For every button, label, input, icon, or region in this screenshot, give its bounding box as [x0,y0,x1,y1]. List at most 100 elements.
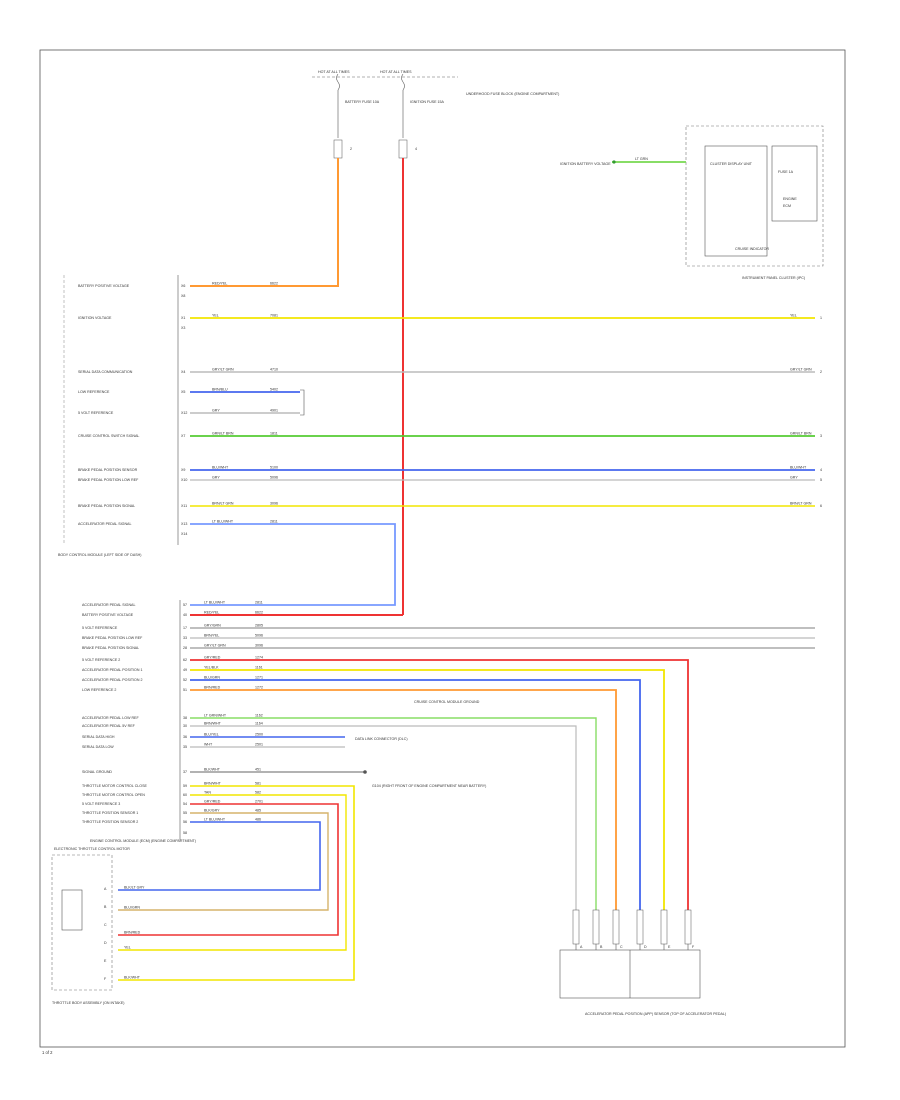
fuse-header-2: HOT AT ALL TIMES [380,70,412,74]
pedal-connector [612,909,620,945]
right-connector-wire: BLU/WHT [790,466,807,470]
lower-pin-label: ACCELERATOR PEDAL LOW REF [82,716,139,720]
cluster-module: CLUSTER DISPLAY UNIT CRUISE INDICATOR EN… [560,125,824,280]
lower-circuit-number: 5096 [255,634,263,638]
fuse-connector-1 [333,139,343,159]
upper-wire-color: LT BLU/WHT [212,520,234,524]
lower-circuit-number: 582 [255,791,261,795]
cluster-sub-label: CRUISE INDICATOR [735,247,769,251]
lower-pin-label: SERIAL DATA HIGH [82,735,115,739]
throttle-wire-color: BLU/GRN [124,906,140,910]
throttle-pin: A [104,887,107,891]
cluster-outer-box [685,125,824,267]
lower-wire-color: GRY/RED [204,800,221,804]
lower-wire-color: LT BLU/WHT [204,601,226,605]
lower-pin-number: 36 [183,735,187,739]
cluster-input-wire-label: LT GRN [635,157,648,161]
lower-pin-label: SIGNAL GROUND [82,770,112,774]
splice-label: DATA LINK CONNECTOR (DLC) [355,737,408,741]
lower-pin-label: ACCELERATOR PEDAL SIGNAL [82,603,135,607]
lower-wire-color: BLU/GRN [204,676,220,680]
lower-wire-color: TAN [204,791,211,795]
lower-wires [118,614,815,981]
pedal-pin-letter: E [668,945,671,949]
pedal-connector [684,909,692,945]
lower-pin-label: THROTTLE POSITION SENSOR 1 [82,811,138,815]
upper-pin-label: ACCELERATOR PEDAL SIGNAL [78,522,131,526]
lower-circuit-number: 486 [255,818,261,822]
upper-wire-color: GRN/LT BRN [212,432,234,436]
wire-5v-ref2 [190,659,689,910]
wire-tps1 [118,812,329,911]
upper-wire-color: BLU/WHT [212,466,229,470]
pedal-label: ACCELERATOR PEDAL POSITION (APP) SENSOR … [585,1012,726,1016]
cluster-right-sub: ECM [783,204,791,208]
wire-lowref2 [190,689,617,910]
fuse-header-1: HOT AT ALL TIMES [318,70,350,74]
upper-circuit-number: 5100 [270,466,278,470]
lower-pin-label: 5 VOLT REFERENCE 3 [82,802,120,806]
cluster-right-title: ENGINE [783,197,797,201]
pedal-pin-letter: F [692,945,695,949]
right-connector-pin: 5 [820,478,822,482]
upper-pin-number: X12 [181,411,187,415]
upper-pin-number: X8 [181,294,185,298]
lower-pin-label: ACCELERATOR PEDAL POSITION 1 [82,668,142,672]
lower-pin-label: THROTTLE POSITION SENSOR 2 [82,820,138,824]
right-connector-pin: 3 [820,434,822,438]
pedal-connector [660,909,668,945]
upper-module: BODY CONTROL MODULE (LEFT SIDE OF DASH) … [58,275,278,557]
upper-pin-label: BRAKE PEDAL POSITION SENSOR [78,468,138,472]
lower-circuit-number: 1271 [255,676,263,680]
lower-pin-label: SERIAL DATA LOW [82,745,114,749]
cluster-input-label: IGNITION BATTERY VOLTAGE [560,162,611,166]
upper-pin-number: X7 [181,434,185,438]
upper-wire-color: GRY [212,409,220,413]
wire-app2 [190,679,641,910]
lower-circuit-number: 3096 [255,644,263,648]
wire-battery-upper [190,158,339,287]
throttle-pin: C [104,923,107,927]
upper-wire-color: RED/YEL [212,282,227,286]
lower-pin-number: 62 [183,658,187,662]
lower-wire-color: WHT [204,743,213,747]
pcm-ground-label: CRUISE CONTROL MODULE GROUND [414,700,480,704]
pedal-connector [592,909,600,945]
upper-pin-number: X14 [181,532,187,536]
cluster-inner-box [704,145,768,257]
upper-pin-number: X1 [181,316,185,320]
lower-circuit-number: 451 [255,768,261,772]
right-connector-wire: GRN/LT BRN [790,432,812,436]
lower-wire-color: BRN/RED [204,686,221,690]
fuse-name-1: BATTERY FUSE 10A [345,100,380,104]
lower-pin-label: BRAKE PEDAL POSITION SIGNAL [82,646,139,650]
lower-pin-number: 55 [183,811,187,815]
pedal-connector [636,909,644,945]
lower-pin-number: 33 [183,636,187,640]
upper-pin-label: IGNITION VOLTAGE [78,316,112,320]
throttle-body-caption: THROTTLE BODY ASSEMBLY (ON INTAKE) [52,1001,124,1005]
throttle-wire-color: BRN/RED [124,931,141,935]
lower-wire-color: BRN/YEL [204,634,219,638]
upper-pin-number: X5 [181,390,185,394]
lower-wire-color: BRN/WHT [204,722,222,726]
right-connector-wire: GRY/LT GRN [790,368,812,372]
throttle-body: ELECTRONIC THROTTLE CONTROL MOTOR THROTT… [51,847,145,1005]
upper-circuit-number: 7081 [270,314,278,318]
upper-wire-color: GRY [212,476,220,480]
lower-circuit-number: 2811 [255,601,263,605]
right-connector-wire: GRY [790,476,798,480]
throttle-body-box [51,854,113,991]
wire-tps-open [118,794,347,951]
throttle-wire-color: BLK/WHT [124,976,141,980]
fuse-block: HOT AT ALL TIMES HOT AT ALL TIMES BATTER… [312,70,559,159]
upper-pin-number: X4 [181,370,185,374]
upper-pin-number: X11 [181,504,187,508]
ground-label: G104 (RIGHT FRONT OF ENGINE COMPARTMENT … [372,784,486,788]
pedal-connector [572,909,580,945]
upper-circuit-number: 5096 [270,476,278,480]
upper-pin-label: LOW REFERENCE [78,390,110,394]
lower-pin-number: 51 [183,688,187,692]
